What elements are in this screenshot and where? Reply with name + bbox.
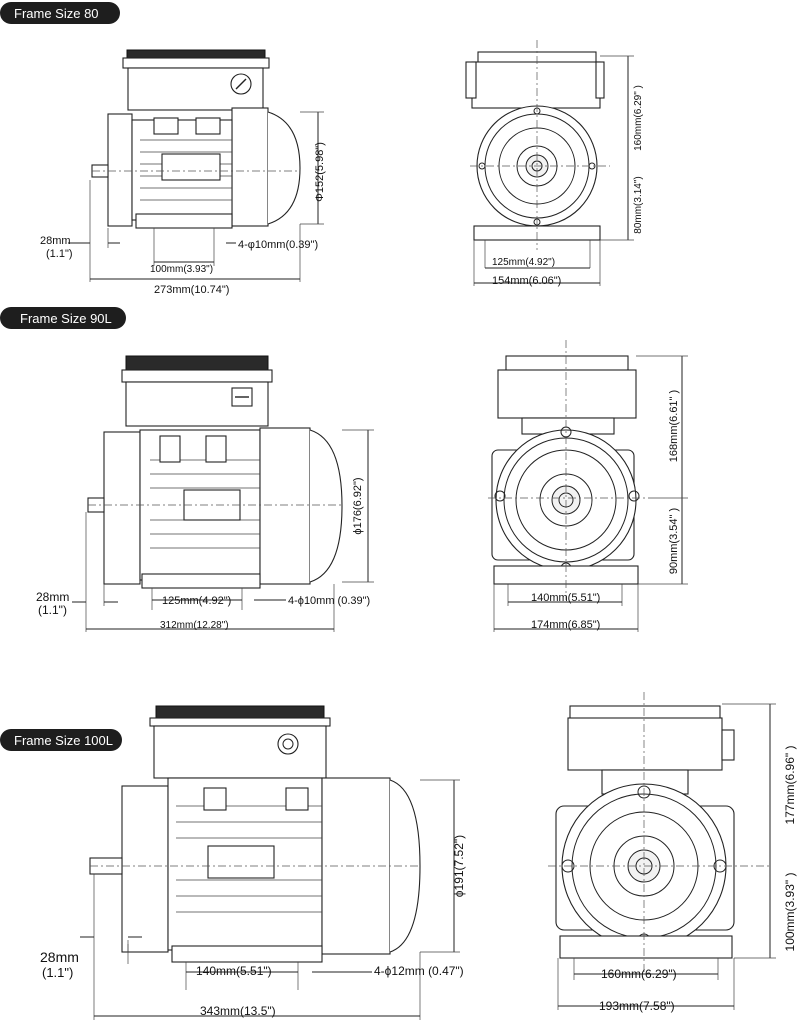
frame-80-foot-spacing: 100mm(3.93"): [150, 264, 213, 275]
frame-80-side-view: [68, 49, 324, 282]
frame-100l-badge: [0, 729, 122, 751]
frame-100l-side-view: [80, 705, 460, 1020]
frame-100l-box-height: 177mm(6.96" ): [783, 746, 797, 825]
frame-90l: Frame Size 90L: [0, 307, 688, 632]
frame-100l: Frame Size 100L: [0, 692, 797, 1020]
frame-100l-shaft-length: 28mm: [40, 949, 79, 965]
frame-90l-shaft-length-in: (1.1"): [38, 603, 67, 617]
frame-80-overall-width: 154mm(6.06"): [492, 275, 561, 287]
frame-90l-box-height: 168mm(6.61" ): [668, 390, 680, 462]
frame-100l-label: Frame Size 100L: [14, 733, 113, 748]
frame-80-overall-length: 273mm(10.74"): [154, 284, 229, 296]
frame-100l-overall-length: 343mm(13.5"): [200, 1004, 276, 1018]
frame-90l-side-view: [72, 355, 374, 632]
frame-80-foot-width: 125mm(4.92"): [492, 257, 555, 268]
frame-80-box-height: 160mm(6.29" ): [633, 85, 644, 151]
frame-90l-foot-spacing: 125mm(4.92"): [162, 595, 231, 607]
frame-90l-label: Frame Size 90L: [20, 311, 112, 326]
frame-90l-badge: [0, 307, 126, 329]
frame-90l-overall-length: 312mm(12.28"): [160, 620, 229, 631]
frame-100l-foot-spacing: 140mm(5.51"): [196, 964, 272, 978]
frame-80-badge: [0, 2, 120, 24]
frame-90l-front-view: [488, 340, 688, 632]
frame-90l-shaft-height: 90mm(3.54" ): [668, 508, 680, 574]
frame-90l-bolts: 4-ϕ10mm (0.39"): [288, 595, 370, 607]
frame-80-front-view: [465, 40, 634, 286]
frame-90l-shaft-length: 28mm: [36, 590, 69, 604]
frame-90l-overall-width: 174mm(6.85"): [531, 619, 600, 631]
frame-80-bolts: 4-φ10mm(0.39"): [238, 239, 318, 251]
frame-100l-diameter: ϕ191(7.52"): [452, 835, 466, 897]
frame-90l-foot-width: 140mm(5.51"): [531, 592, 600, 604]
frame-80-shaft-length-in: (1.1"): [46, 248, 73, 260]
frame-80-diameter: Φ152(5.98"): [314, 142, 326, 202]
frame-90l-diameter: ϕ176(6.92"): [352, 477, 364, 534]
frame-100l-overall-width: 193mm(7.58"): [599, 999, 675, 1013]
frame-80-shaft-height: 80mm(3.14"): [633, 176, 644, 233]
frame-80-shaft-length: 28mm: [40, 235, 71, 247]
frame-100l-foot-width: 160mm(6.29"): [601, 967, 677, 981]
frame-100l-front-view: [548, 692, 776, 1010]
frame-100l-shaft-length-in: (1.1"): [42, 965, 73, 980]
frame-100l-bolts: 4-ϕ12mm (0.47"): [374, 964, 464, 978]
frame-100l-shaft-height: 100mm(3.93" ): [783, 873, 797, 952]
frame-80: Frame Size 80: [0, 2, 644, 296]
frame-80-label: Frame Size 80: [14, 6, 99, 21]
